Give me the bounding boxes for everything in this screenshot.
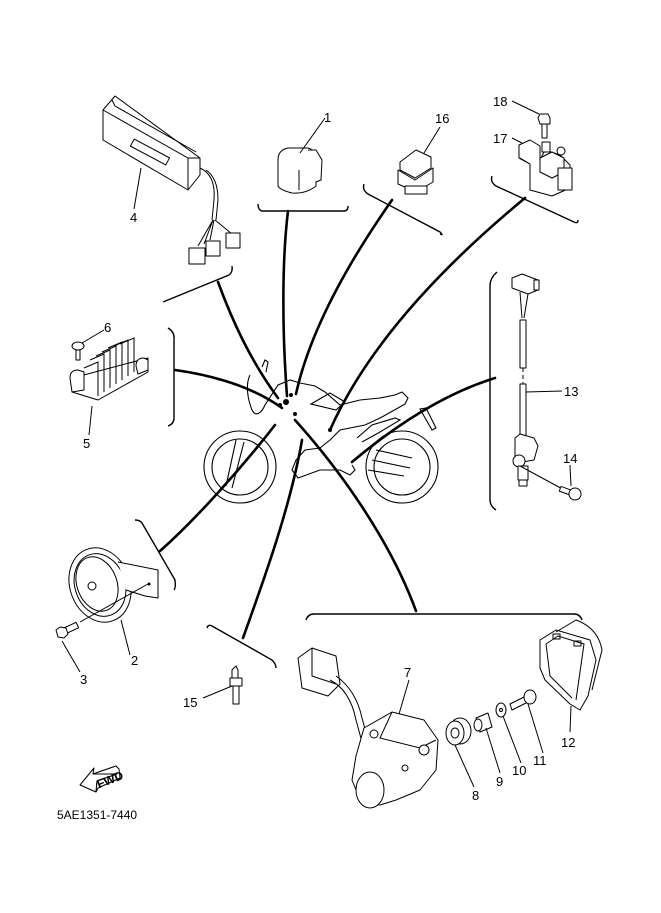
part-15-sensor bbox=[202, 665, 243, 705]
part-1-flasher-relay bbox=[277, 117, 326, 194]
part-3-bolt bbox=[55, 583, 149, 673]
callout-8: 8 bbox=[472, 788, 479, 803]
callout-16: 16 bbox=[435, 111, 449, 126]
part-9-collar bbox=[473, 712, 501, 774]
part-11-screw bbox=[509, 689, 544, 754]
callout-18-leader bbox=[511, 100, 540, 115]
callout-4: 4 bbox=[130, 210, 137, 225]
motorcycle-outline bbox=[203, 359, 439, 504]
callout-4-leader bbox=[133, 167, 142, 210]
drawing-code: 5AE1351-7440 bbox=[57, 808, 137, 822]
callout-6: 6 bbox=[104, 320, 111, 335]
callout-1: 1 bbox=[324, 110, 331, 125]
part-18-bolt bbox=[537, 113, 551, 139]
part-8-grommet bbox=[445, 717, 475, 788]
callout-13: 13 bbox=[564, 384, 578, 399]
group-brackets bbox=[134, 175, 583, 669]
callout-12: 12 bbox=[561, 735, 575, 750]
callout-14: 14 bbox=[563, 451, 577, 466]
callout-17-leader bbox=[511, 137, 523, 144]
callout-15: 15 bbox=[183, 695, 197, 710]
part-12-cover bbox=[539, 619, 603, 733]
callout-17: 17 bbox=[493, 131, 507, 146]
callout-5: 5 bbox=[83, 436, 90, 451]
part-17-starter-relay bbox=[518, 139, 573, 197]
callout-7: 7 bbox=[404, 665, 411, 680]
part-7-motor-assembly bbox=[297, 647, 439, 809]
part-6-screw bbox=[71, 341, 85, 361]
callout-10: 10 bbox=[512, 763, 526, 778]
part-10-washer bbox=[495, 702, 522, 764]
callout-11: 11 bbox=[533, 753, 547, 768]
part-14-screw bbox=[519, 464, 582, 501]
callout-5-leader bbox=[88, 405, 93, 436]
callout-18: 18 bbox=[493, 94, 507, 109]
callout-2: 2 bbox=[131, 653, 138, 668]
forward-direction-arrow: FWD bbox=[79, 765, 126, 793]
callout-3: 3 bbox=[80, 672, 87, 687]
part-13-sidestand-switch bbox=[511, 273, 563, 487]
part-16-relay bbox=[397, 126, 441, 195]
leader-lines bbox=[158, 196, 527, 640]
part-5-rectifier-regulator bbox=[69, 337, 149, 401]
part-4-cdi-unit bbox=[102, 95, 241, 265]
callout-6-leader bbox=[81, 329, 105, 344]
callout-2-leader bbox=[120, 619, 131, 656]
part-2-horn bbox=[68, 547, 159, 623]
callout-9: 9 bbox=[496, 774, 503, 789]
